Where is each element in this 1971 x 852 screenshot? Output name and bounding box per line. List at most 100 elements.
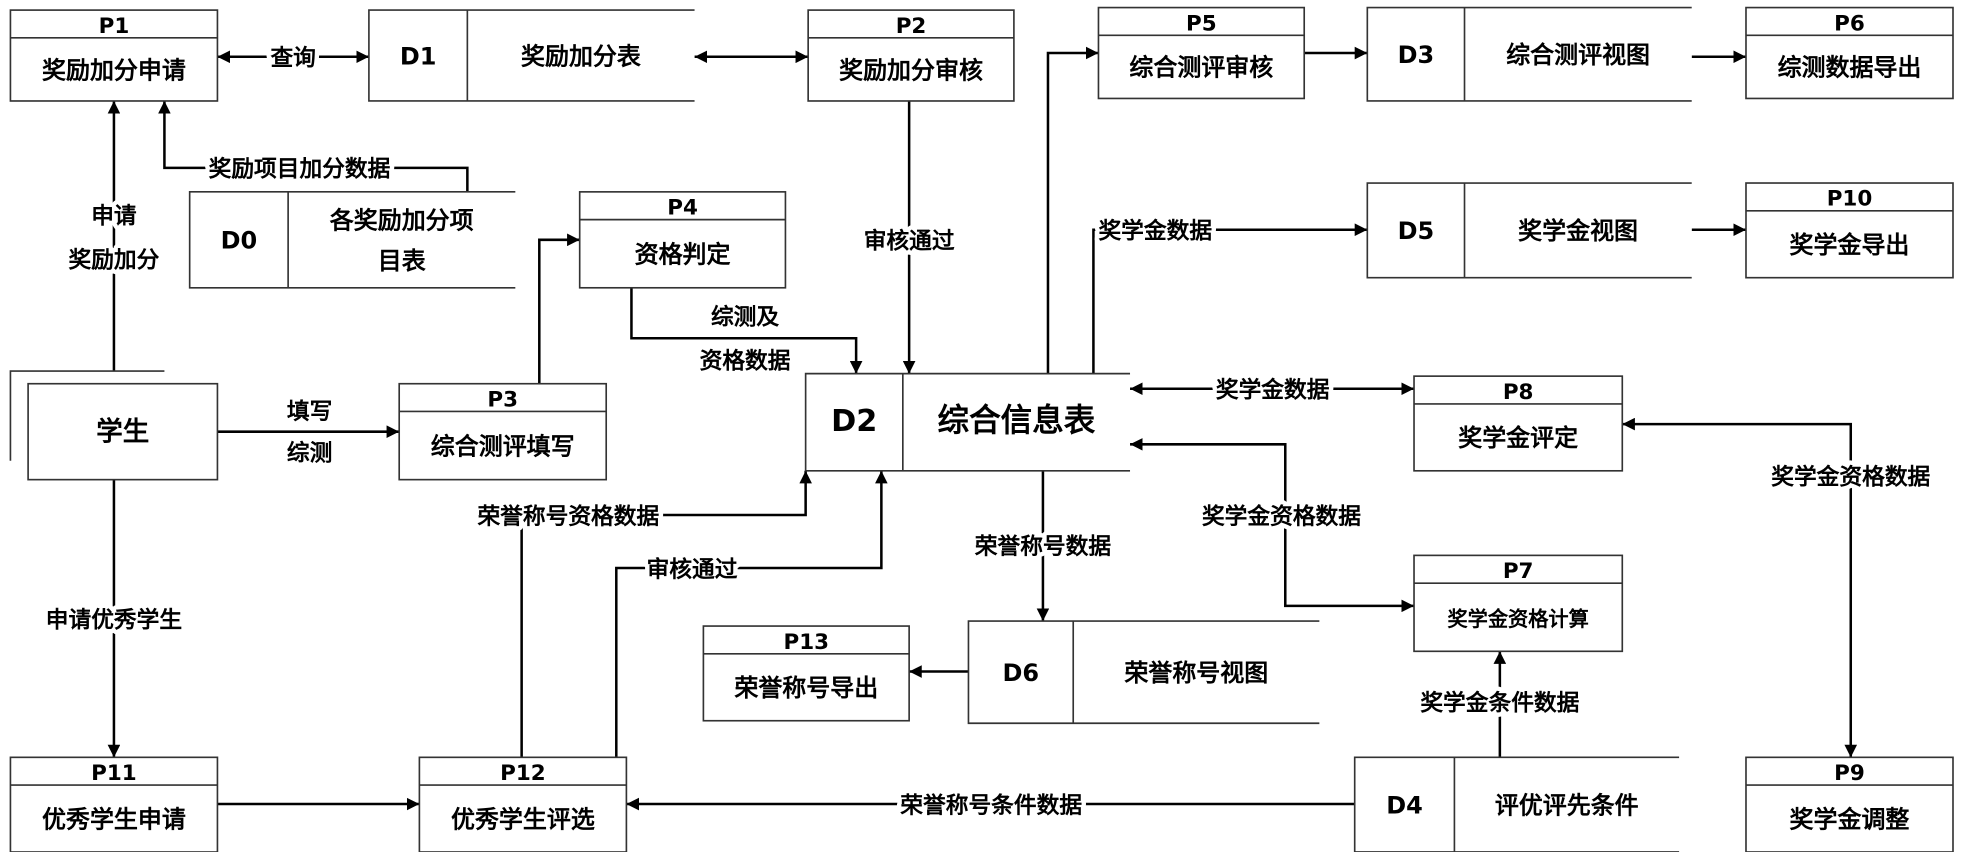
store-outline — [368, 9, 695, 102]
process-id: P10 — [1827, 187, 1873, 212]
process-id: P11 — [91, 761, 137, 786]
flow-label: 审核通过 — [647, 556, 738, 583]
process-id: P3 — [487, 387, 518, 412]
process-id: P2 — [896, 14, 927, 39]
store-label: 评优评先条件 — [1495, 792, 1639, 820]
process-box — [1745, 6, 1954, 100]
flow-label: 申请优秀学生 — [46, 606, 182, 633]
store-id: D2 — [831, 404, 877, 439]
data-flow-arrow — [1622, 417, 1858, 758]
process-label: 优秀学生评选 — [451, 805, 595, 833]
store-label: 综合信息表 — [938, 402, 1096, 439]
process-label: 综合测评填写 — [431, 432, 575, 460]
process-id: P4 — [667, 196, 698, 221]
store-background — [805, 373, 1131, 471]
entity-box — [27, 382, 219, 481]
store-id: D3 — [1398, 41, 1435, 69]
process-label: 资格判定 — [635, 241, 731, 269]
flow-label: 奖学金数据 — [1098, 218, 1212, 245]
flow-label: 审核通过 — [864, 228, 955, 255]
process-label: 奖学金调整 — [1790, 805, 1910, 833]
process-p12[interactable]: P12 优秀学生评选 — [418, 756, 628, 852]
flow-label: 申请 — [91, 202, 137, 229]
process-p4[interactable]: P4 资格判定 — [578, 191, 787, 289]
store-label: 荣誉称号视图 — [1124, 659, 1268, 687]
process-id: P6 — [1834, 11, 1865, 36]
flow-labels-layer: 查询审核通过奖学金数据奖励项目加分数据申请奖励加分填写综测综测及资格数据申请优秀… — [41, 40, 1935, 823]
store-outline — [1366, 6, 1692, 102]
store-outline — [1353, 756, 1680, 852]
store-background — [189, 191, 516, 288]
store-background — [968, 621, 1320, 724]
process-id: P8 — [1503, 380, 1534, 405]
process-box — [9, 9, 219, 102]
store-outline — [1366, 182, 1692, 279]
process-p7[interactable]: P7 奖学金资格计算 — [1413, 554, 1624, 653]
process-label: 奖学金资格计算 — [1447, 607, 1588, 631]
flow-label: 综测 — [287, 440, 332, 467]
process-label: 荣誉称号导出 — [734, 674, 878, 702]
process-p9[interactable]: P9 奖学金调整 — [1745, 756, 1954, 852]
external-entity-student[interactable]: 学生 — [9, 370, 219, 481]
process-box — [418, 756, 628, 852]
store-id: D6 — [1003, 659, 1040, 687]
process-id: P12 — [500, 761, 546, 786]
flow-label: 查询 — [270, 45, 315, 72]
process-box — [578, 191, 787, 289]
entity-label: 学生 — [96, 417, 149, 448]
data-store-d6[interactable]: D6 荣誉称号视图 — [967, 620, 1320, 725]
data-flow-arrow — [158, 100, 469, 192]
flow-label: 奖励项目加分数据 — [209, 156, 391, 183]
flow-label: 综测及 — [711, 303, 779, 330]
data-store-d2[interactable]: D2 综合信息表 — [804, 372, 1131, 472]
process-box — [1097, 6, 1306, 100]
store-id: D4 — [1386, 792, 1423, 820]
flow-label: 荣誉称号资格数据 — [476, 503, 659, 530]
flow-label: 资格数据 — [700, 348, 791, 375]
data-flow-arrow — [520, 470, 812, 758]
process-box — [1745, 182, 1954, 279]
flow-label: 奖学金资格数据 — [1771, 464, 1930, 491]
flow-label: 荣誉称号条件数据 — [899, 792, 1082, 819]
store-background — [1367, 183, 1692, 278]
process-box — [1413, 375, 1624, 472]
process-id: P9 — [1834, 761, 1865, 786]
process-label: 奖励加分申请 — [42, 56, 186, 84]
flow-label: 奖学金数据 — [1216, 377, 1330, 404]
data-flow-arrow — [615, 470, 888, 758]
flow-label: 填写 — [287, 399, 332, 425]
process-id: P7 — [1503, 559, 1534, 584]
process-box — [9, 756, 219, 852]
process-box — [702, 625, 910, 722]
data-store-d4[interactable]: D4 评优评先条件 — [1353, 756, 1680, 852]
store-id: D5 — [1398, 217, 1435, 245]
process-box — [1413, 554, 1624, 653]
entity-shadow-line — [9, 370, 165, 461]
store-background — [1354, 757, 1680, 852]
process-box — [398, 382, 608, 481]
process-box — [1745, 756, 1954, 852]
store-background — [1367, 7, 1692, 101]
data-flow-arrow — [1046, 46, 1099, 374]
store-label: 目表 — [378, 247, 426, 275]
store-outline — [188, 191, 516, 289]
process-p3[interactable]: P3 综合测评填写 — [398, 382, 608, 481]
store-outline — [804, 372, 1131, 472]
store-id: D0 — [221, 227, 258, 255]
data-flow-arrow — [1092, 223, 1368, 374]
flow-label: 奖学金条件数据 — [1420, 690, 1579, 717]
